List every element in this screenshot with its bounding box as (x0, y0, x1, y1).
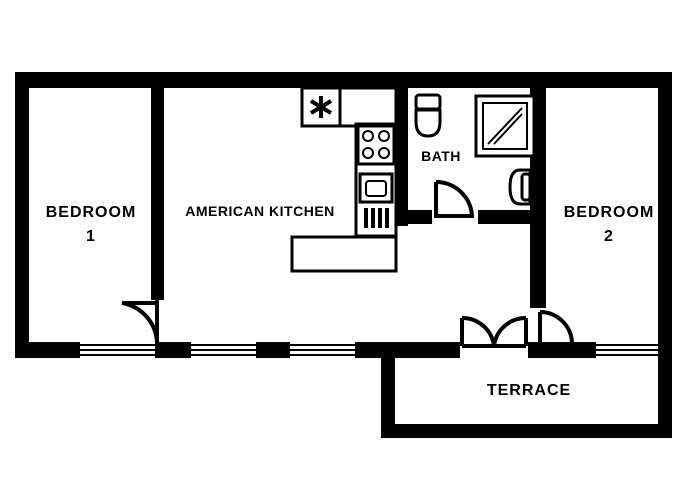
bottom-wall-seg-1 (15, 342, 80, 358)
kitchen-label: AMERICAN KITCHEN (185, 203, 335, 219)
door-bedroom-2 (538, 310, 575, 346)
kitchen-island (290, 235, 398, 273)
windows (80, 344, 672, 356)
bottom-wall-seg-4 (355, 342, 460, 358)
bedroom-2-number: 2 (604, 228, 614, 245)
door-bath (434, 179, 475, 218)
kitchen-fixtures (290, 86, 398, 273)
bath-left-wall (396, 88, 408, 226)
bedroom1-partition (151, 88, 164, 300)
window-kitchen-left (191, 344, 256, 356)
right-wall-upper (658, 72, 672, 358)
room-labels: BEDROOM 1 AMERICAN KITCHEN BATH BEDROOM … (46, 148, 655, 399)
bath-fixtures (414, 93, 536, 206)
asterisk-icon (309, 96, 333, 118)
window-bedroom-1 (80, 344, 155, 356)
terrace-label: TERRACE (487, 382, 571, 399)
terrace-right-wall (658, 358, 672, 438)
door-bedroom-1 (121, 300, 159, 343)
bath-bottom-wall-right (478, 210, 538, 224)
top-wall (15, 72, 672, 88)
washbasin-icon (508, 168, 532, 206)
exterior-walls (15, 72, 672, 358)
window-kitchen-right (290, 344, 355, 356)
left-wall (15, 72, 29, 358)
toilet-icon (414, 93, 442, 138)
bedroom-1-number: 1 (86, 228, 96, 245)
bath-bottom-wall-left (396, 210, 432, 224)
shower-icon (474, 94, 536, 158)
window-bedroom-2 (596, 344, 672, 356)
bath-label: BATH (421, 148, 461, 164)
doors (121, 179, 575, 348)
door-terrace-double (460, 315, 528, 348)
terrace-bottom-wall (381, 424, 672, 438)
bedroom-1-label: BEDROOM (46, 204, 137, 221)
terrace-left-wall (381, 358, 395, 438)
cooktop-icon (356, 124, 396, 166)
bedroom-2-label: BEDROOM (564, 204, 655, 221)
bottom-wall-seg-2 (155, 342, 191, 358)
sink-icon (358, 172, 394, 228)
bottom-wall-seg-3 (256, 342, 290, 358)
terrace-walls (381, 358, 672, 438)
